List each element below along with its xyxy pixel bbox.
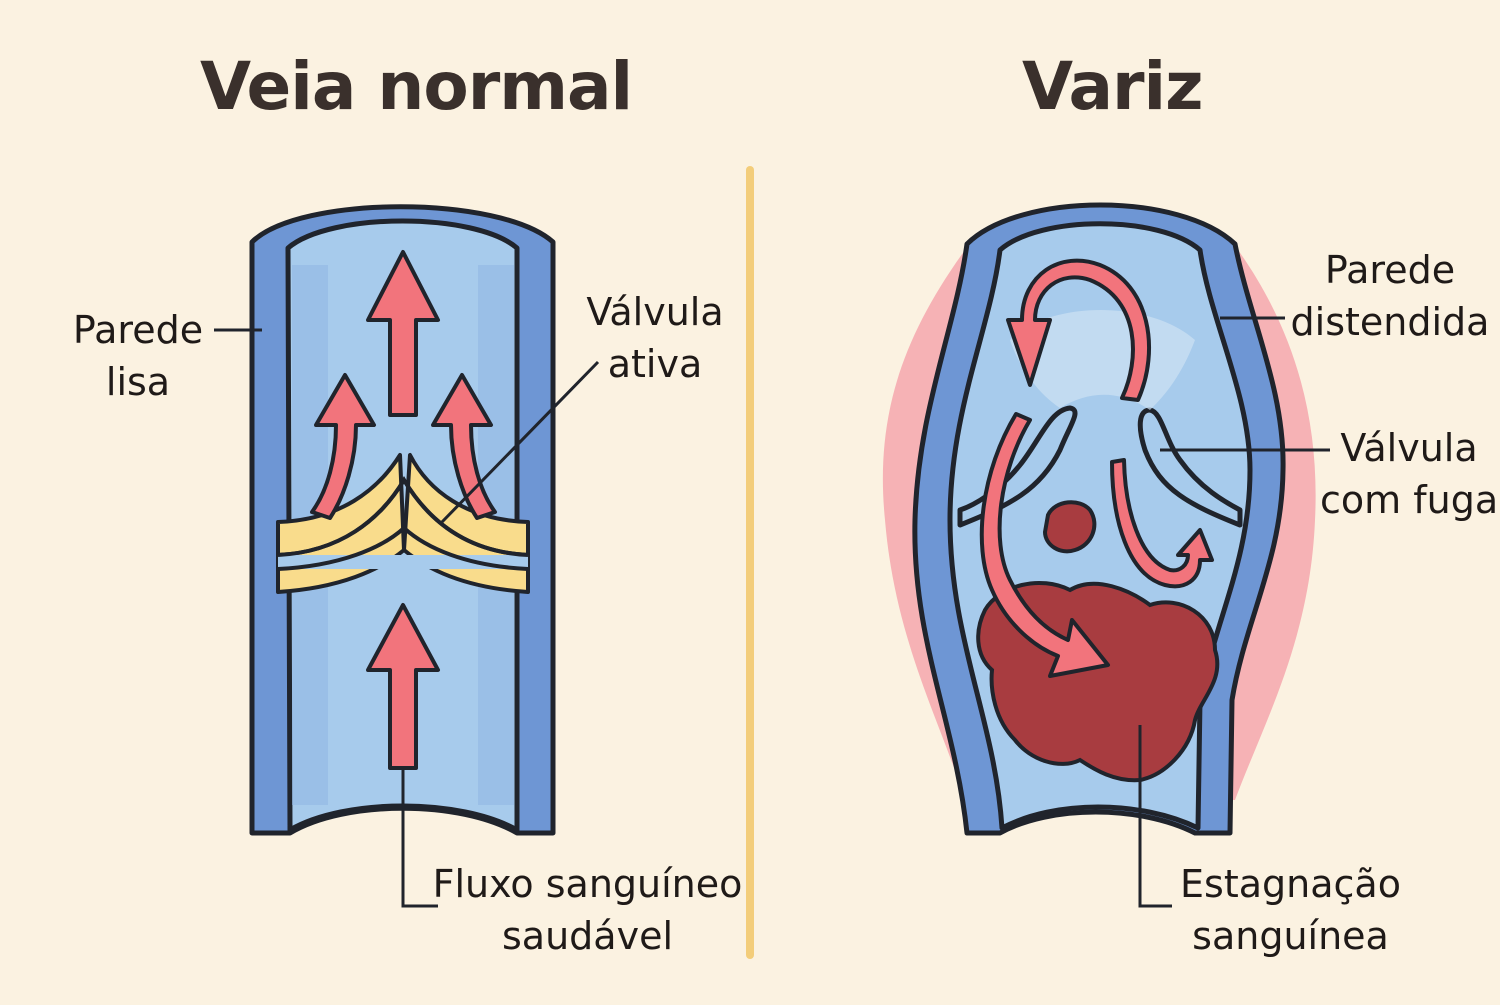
varicose-vein-title: Variz [1022, 48, 1204, 125]
label-smooth-wall: Parede lisa [58, 304, 218, 408]
varicose-leader-lines [1138, 316, 1330, 908]
leader-active-valve [440, 360, 600, 524]
label-leaky-valve-line1: Válvula [1340, 426, 1478, 470]
reflux-arrows [979, 258, 1214, 678]
label-active-valve-line2: ativa [607, 342, 703, 386]
label-smooth-wall-line1: Parede [72, 308, 204, 352]
leaky-leaflet-right [1137, 407, 1243, 528]
normal-vein [214, 204, 600, 908]
normal-flow-arrows [310, 250, 497, 770]
label-smooth-wall-line2: lisa [105, 360, 171, 404]
label-leaky-valve-line2: com fuga [1320, 478, 1499, 522]
arrow-reflux-down [979, 412, 1110, 678]
blood-clot-small [1042, 500, 1097, 554]
leader-healthy-flow [401, 768, 438, 908]
label-healthy-flow-line2: saudável [502, 914, 673, 958]
label-stagnation-line1: Estagnação [1180, 862, 1401, 906]
label-healthy-flow-line1: Fluxo sanguíneo [432, 862, 743, 906]
label-healthy-flow: Fluxo sanguíneo saudável [430, 858, 745, 962]
arrow-curve-left [310, 373, 376, 520]
label-stagnation-line2: sanguínea [1192, 914, 1389, 958]
label-distended-wall-line1: Parede [1324, 248, 1456, 292]
normal-vein-title: Veia normal [200, 48, 633, 125]
arrow-up-top [366, 250, 440, 417]
label-stagnation: Estagnação sanguínea [1178, 858, 1403, 962]
normal-leader-lines [214, 328, 600, 908]
label-active-valve: Válvula ativa [570, 286, 740, 390]
leader-stagnation [1138, 725, 1172, 908]
varicose-vein [882, 202, 1330, 908]
label-distended-wall-line2: distendida [1290, 300, 1490, 344]
arrow-recirculating [1006, 258, 1151, 402]
label-active-valve-line1: Válvula [586, 290, 724, 334]
label-distended-wall: Parede distendida [1285, 244, 1495, 348]
label-leaky-valve: Válvula com fuga [1320, 422, 1498, 526]
arrow-reflux-curl [1110, 458, 1214, 589]
